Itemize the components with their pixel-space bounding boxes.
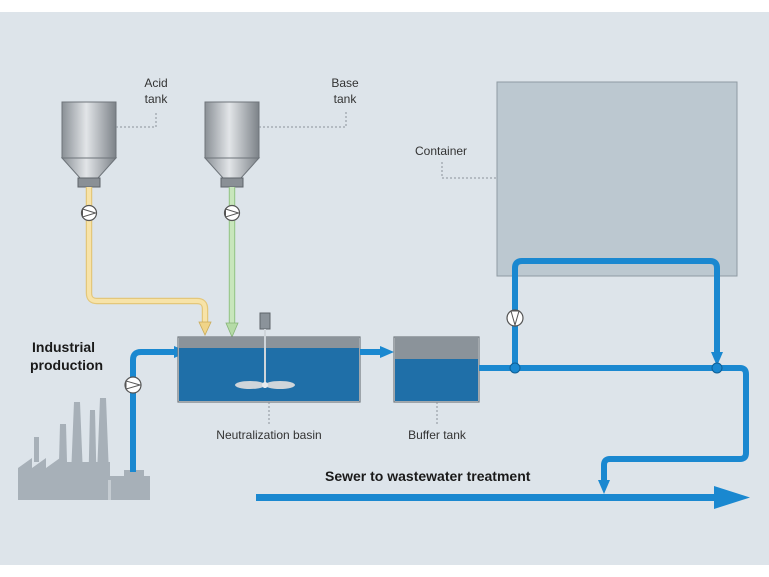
acid-tank-label-2: tank [145,92,169,106]
base-tank-label-2: tank [334,92,358,106]
inflow-valve-icon [124,376,142,394]
stirrer-icon [235,312,295,389]
outflow-pipe [479,365,749,480]
transfer-arrow [380,346,394,358]
container-loop-arrow [711,352,723,366]
junction-right [711,362,723,374]
inflow-pipe [130,349,176,472]
base-tank [203,101,261,188]
sewer-arrow [256,486,750,509]
leader-lines [116,112,497,424]
neutralization-basin [177,336,361,403]
container [496,81,738,277]
neutralization-basin-label: Neutralization basin [216,428,321,442]
factory-icon [18,398,150,500]
junction-left [509,362,521,374]
acid-tank-label-1: Acid [144,76,167,90]
buffer-tank-label: Buffer tank [408,428,467,442]
industrial-label-1: Industrial [32,339,95,355]
industrial-label-2: production [30,357,103,373]
outflow-arrow [598,480,610,494]
buffer-tank [393,336,480,403]
base-valve-icon [223,204,241,222]
container-valve-icon [506,309,524,327]
acid-tank [60,101,118,188]
acid-arrow [198,321,212,336]
container-loop-pipe [512,258,720,368]
base-tank-label-1: Base [331,76,359,90]
container-label: Container [415,144,467,158]
base-arrow [225,322,239,339]
acid-valve-icon [80,204,98,222]
sewer-label: Sewer to wastewater treatment [325,468,531,484]
